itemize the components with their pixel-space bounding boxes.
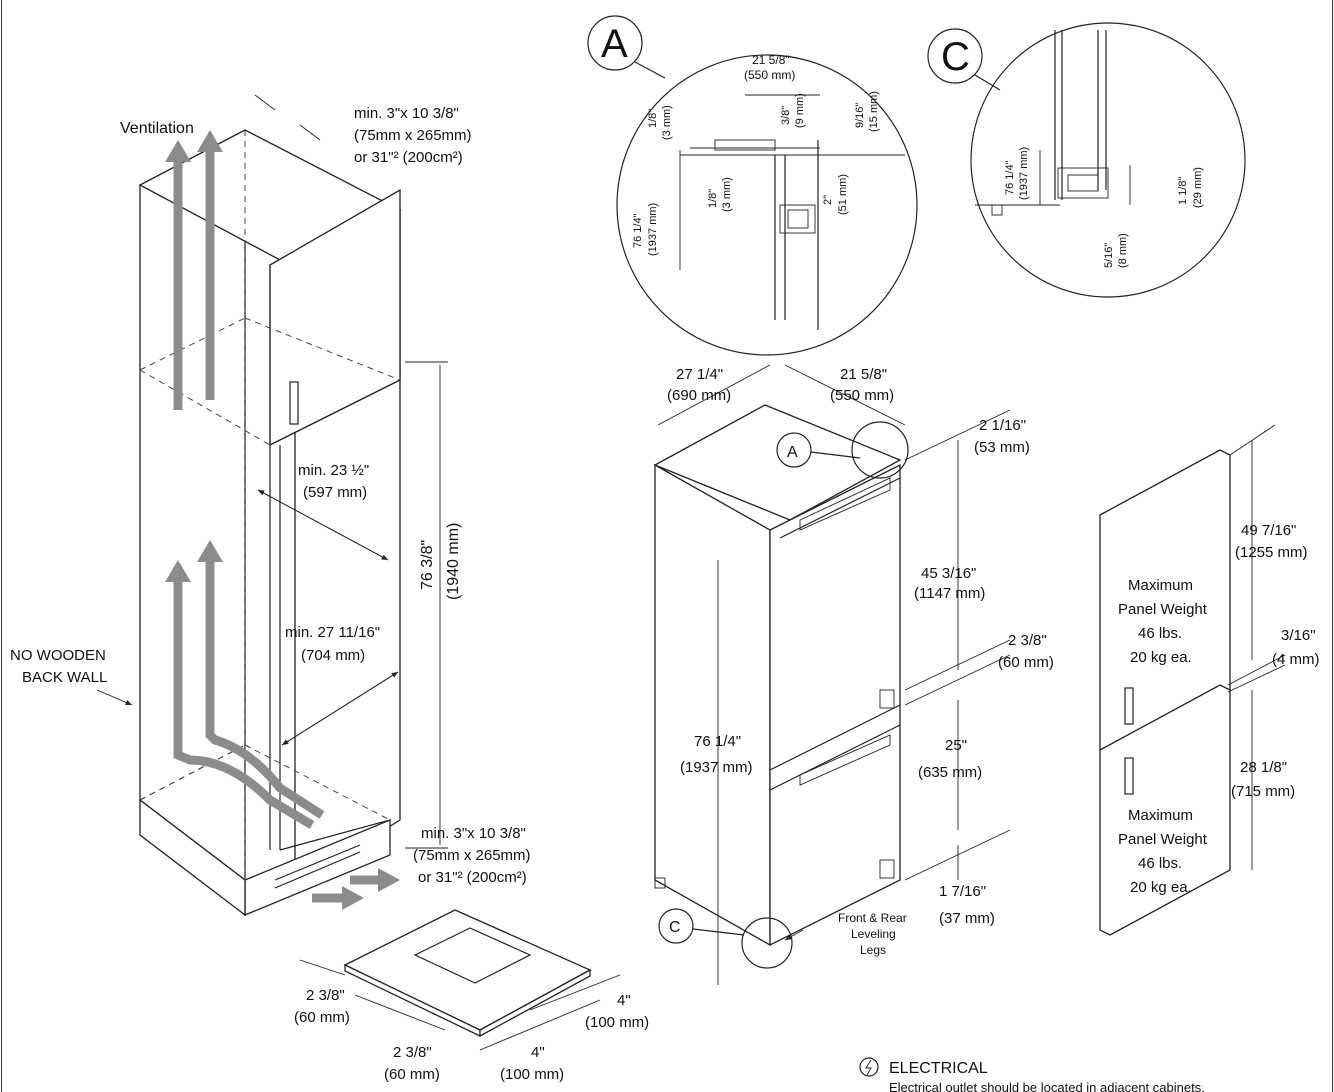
detail-a-height: 76 1/4" [632, 213, 644, 248]
vent-top-size-1: min. 3"x 10 3/8" [354, 105, 459, 122]
plug-icon [859, 1057, 879, 1077]
base-right-a: 4" [617, 992, 631, 1009]
detail-a-gap4-mm: (3 mm) [721, 177, 733, 212]
vent-bottom-size-2: (75mm x 265mm) [413, 847, 531, 864]
detail-a-width: 21 5/8" [752, 53, 790, 67]
detail-c-letter: C [941, 35, 970, 79]
labels: Ventilation min. 3"x 10 3/8" (75mm x 265… [10, 22, 1320, 1092]
appliance-top-gap: 2 1/16" [979, 417, 1026, 434]
appliance-bottom-gap-mm: (37 mm) [939, 910, 995, 927]
panel-lower-note-2: Panel Weight [1118, 831, 1208, 848]
cabinet-width-mm: (597 mm) [303, 484, 367, 501]
cabinet-height: 76 3/8" [419, 540, 436, 590]
panel-upper-note-1: Maximum [1128, 577, 1193, 594]
appliance-callout-c: C [669, 919, 681, 936]
detail-a-gap4: 1/8" [707, 189, 719, 208]
detail-a-gap1-mm: (3 mm) [661, 105, 673, 140]
cabinet-depth: min. 27 11/16" [285, 624, 380, 641]
appliance-callout-a: A [787, 444, 798, 461]
cabinet-height-mm: (1940 mm) [445, 523, 462, 600]
appliance-width-mm: (550 mm) [830, 387, 894, 404]
detail-a-letter: A [601, 22, 628, 66]
detail-a [587, 15, 918, 356]
wall-note-2: BACK WALL [22, 669, 107, 686]
base-plate-drawing [299, 909, 621, 1051]
wall-note-1: NO WOODEN [10, 647, 106, 664]
detail-c [927, 22, 1246, 298]
detail-c-gap1-mm: (29 mm) [1192, 167, 1204, 208]
panel-upper-note-2: Panel Weight [1118, 601, 1208, 618]
appliance-top-gap-mm: (53 mm) [974, 439, 1030, 456]
appliance-drawing [653, 364, 1011, 985]
panel-upper-height-mm: (1255 mm) [1235, 544, 1308, 561]
appliance-bottom-gap: 1 7/16" [939, 883, 986, 900]
ventilation-label: Ventilation [120, 120, 194, 137]
base-right-b: 4" [531, 1044, 545, 1061]
detail-a-gap1: 1/8" [647, 109, 659, 128]
vent-bottom-size-1: min. 3"x 10 3/8" [421, 825, 526, 842]
detail-a-gap2-mm: (9 mm) [794, 93, 806, 128]
electrical-note: Electrical outlet should be located in a… [889, 1080, 1205, 1092]
detail-a-gap2: 3/8" [780, 106, 792, 125]
appliance-upper-mm: (1147 mm) [914, 585, 985, 602]
detail-a-gap3: 9/16" [854, 103, 866, 128]
base-left-b-mm: (60 mm) [384, 1066, 440, 1083]
cabinet-width: min. 23 ½" [298, 462, 369, 479]
appliance-height: 76 1/4" [694, 733, 741, 750]
panel-upper-note-4: 20 kg ea. [1130, 649, 1192, 666]
appliance-width: 21 5/8" [840, 366, 887, 383]
detail-c-gap1: 1 1/8" [1177, 177, 1189, 205]
panel-lower-note-4: 20 kg ea. [1130, 879, 1192, 896]
panel-gap: 3/16" [1281, 627, 1316, 644]
panel-lower-height-mm: (715 mm) [1231, 783, 1295, 800]
appliance-lower: 25" [945, 737, 967, 754]
panel-gap-mm: (4 mm) [1272, 651, 1320, 668]
detail-a-gap5: 2" [822, 195, 834, 205]
appliance-mid-gap-mm: (60 mm) [998, 654, 1054, 671]
vent-bottom-size-3: or 31"² (200cm²) [418, 869, 527, 886]
detail-c-gap2-mm: (8 mm) [1117, 233, 1129, 268]
base-left-a-mm: (60 mm) [294, 1009, 350, 1026]
panel-upper-note-3: 46 lbs. [1138, 625, 1182, 642]
detail-c-height-mm: (1937 mm) [1018, 147, 1030, 200]
electrical-title: ELECTRICAL [889, 1060, 988, 1077]
panel-lower-height: 28 1/8" [1240, 759, 1287, 776]
detail-c-height: 76 1/4" [1004, 160, 1016, 195]
detail-a-width-mm: (550 mm) [744, 68, 795, 82]
base-right-a-mm: (100 mm) [585, 1014, 649, 1031]
appliance-height-mm: (1937 mm) [680, 759, 753, 776]
base-right-b-mm: (100 mm) [500, 1066, 564, 1083]
legs-note-2: Leveling [851, 927, 896, 941]
base-left-a: 2 3/8" [306, 987, 345, 1004]
panel-lower-note-1: Maximum [1128, 807, 1193, 824]
detail-a-height-mm: (1937 mm) [647, 203, 659, 256]
panel-upper-height: 49 7/16" [1241, 522, 1296, 539]
appliance-depth-mm: (690 mm) [667, 387, 731, 404]
cabinet-depth-mm: (704 mm) [301, 647, 365, 664]
appliance-mid-gap: 2 3/8" [1008, 632, 1047, 649]
cabinet-drawing [96, 94, 448, 917]
legs-note-3: Legs [860, 943, 886, 957]
detail-a-gap3-mm: (15 mm) [868, 91, 880, 132]
appliance-lower-mm: (635 mm) [918, 764, 982, 781]
detail-c-gap2: 5/16" [1103, 243, 1115, 268]
base-left-b: 2 3/8" [393, 1044, 432, 1061]
vent-top-size-2: (75mm x 265mm) [354, 127, 472, 144]
door-panels [1099, 424, 1286, 936]
appliance-depth: 27 1/4" [676, 366, 723, 383]
appliance-upper: 45 3/16" [921, 565, 976, 582]
detail-a-gap5-mm: (51 mm) [837, 174, 849, 215]
panel-lower-note-3: 46 lbs. [1138, 855, 1182, 872]
legs-note-1: Front & Rear [838, 911, 907, 925]
vent-top-size-3: or 31"² (200cm²) [354, 149, 463, 166]
